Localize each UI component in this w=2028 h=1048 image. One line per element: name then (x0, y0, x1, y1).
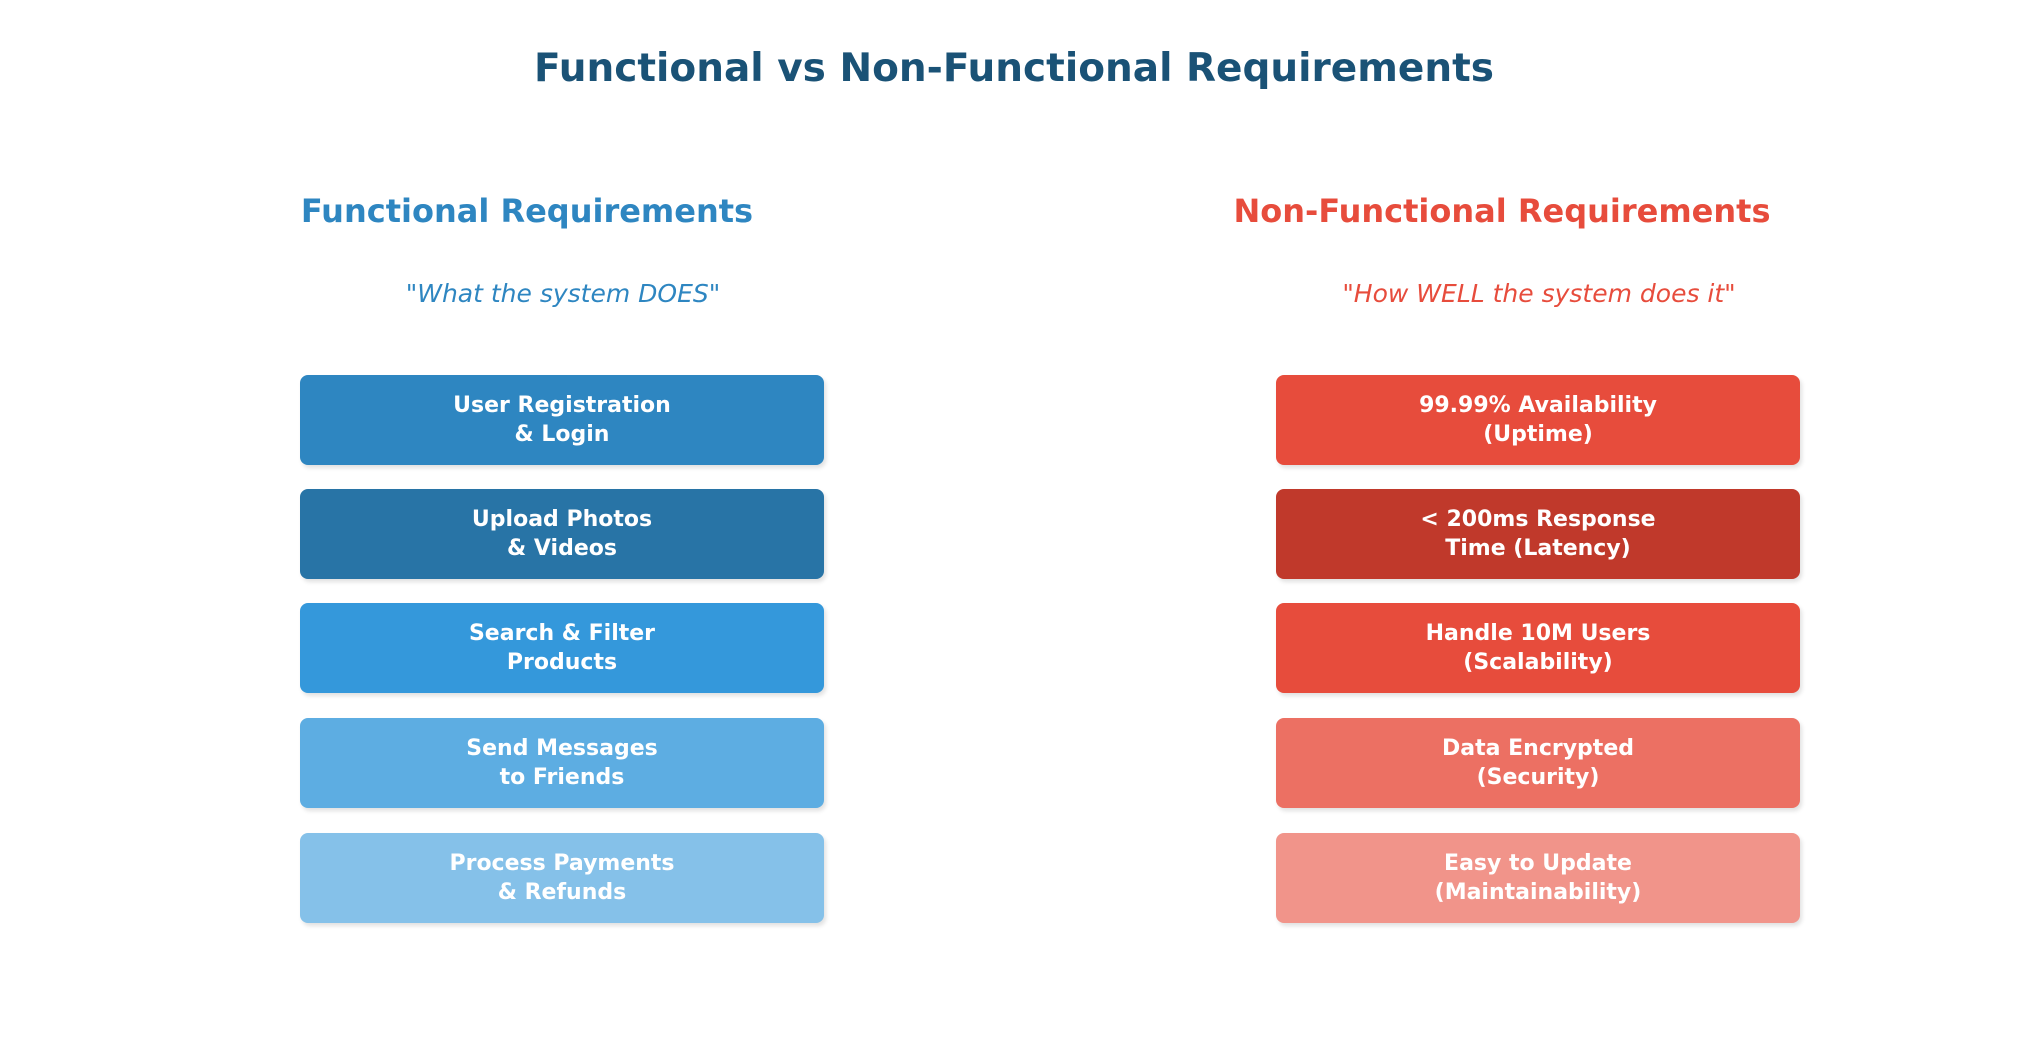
box-label-line: to Friends (499, 765, 625, 790)
page-title: Functional vs Non-Functional Requirement… (534, 46, 1494, 91)
nonfunctional-box-maintainability: Easy to Update (Maintainability) (1276, 833, 1800, 923)
functional-box-upload-photos: Upload Photos & Videos (300, 489, 824, 579)
nonfunctional-box-security: Data Encrypted (Security) (1276, 718, 1800, 808)
box-label-line: Process Payments (449, 851, 675, 876)
box-label-line: Data Encrypted (1442, 736, 1634, 761)
box-label-line: (Security) (1476, 765, 1600, 790)
nonfunctional-box-latency: < 200ms Response Time (Latency) (1276, 489, 1800, 579)
box-label-line: 99.99% Availability (1419, 393, 1657, 418)
box-label-line: & Videos (507, 536, 617, 561)
box-label-line: Time (Latency) (1445, 536, 1631, 561)
box-label-line: Products (506, 650, 618, 675)
nonfunctional-box-availability: 99.99% Availability (Uptime) (1276, 375, 1800, 465)
box-label-line: Search & Filter (468, 621, 656, 646)
functional-box-send-messages: Send Messages to Friends (300, 718, 824, 808)
functional-box-user-registration: User Registration & Login (300, 375, 824, 465)
box-label-line: & Login (514, 422, 610, 447)
nonfunctional-column-header: Non-Functional Requirements (1233, 192, 1771, 230)
nonfunctional-box-scalability: Handle 10M Users (Scalability) (1276, 603, 1800, 693)
functional-box-process-payments: Process Payments & Refunds (300, 833, 824, 923)
box-label-line: Upload Photos (471, 507, 653, 532)
nonfunctional-subtitle: "How WELL the system does it" (1342, 279, 1736, 308)
box-label-line: Easy to Update (1444, 851, 1632, 876)
box-label-line: & Refunds (497, 880, 627, 905)
functional-column-header: Functional Requirements (300, 192, 754, 230)
box-label-line: < 200ms Response (1420, 507, 1656, 532)
functional-box-search-filter: Search & Filter Products (300, 603, 824, 693)
box-label-line: User Registration (453, 393, 671, 418)
box-label-line: Send Messages (466, 736, 658, 761)
functional-subtitle: "What the system DOES" (405, 279, 721, 308)
box-label-line: Handle 10M Users (1425, 621, 1651, 646)
box-label-line: (Uptime) (1483, 422, 1593, 447)
box-label-line: (Maintainability) (1434, 880, 1642, 905)
box-label-line: (Scalability) (1463, 650, 1613, 675)
